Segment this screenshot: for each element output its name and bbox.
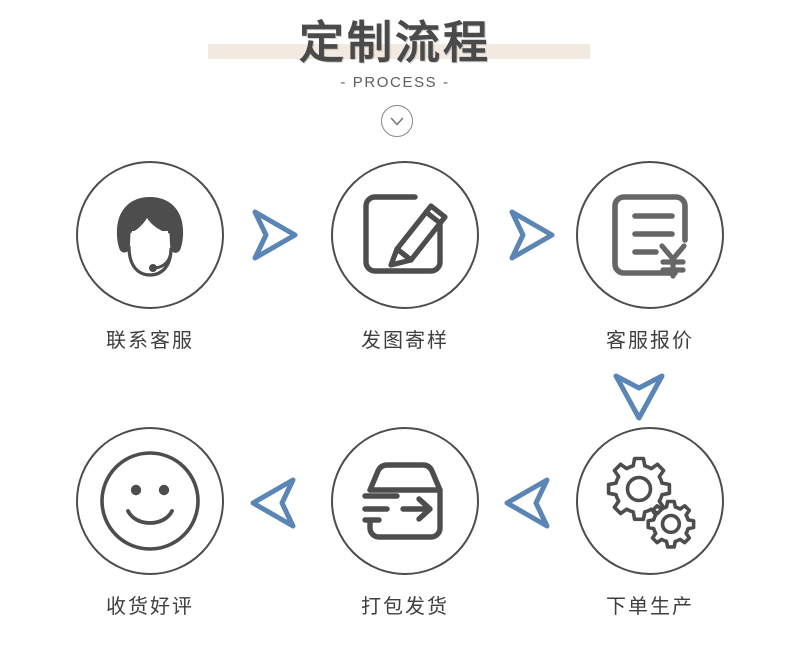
page-subtitle: - PROCESS - — [340, 74, 450, 91]
process-step[interactable]: 打包发货 — [315, 427, 495, 619]
connector-arrow-down-icon — [606, 366, 672, 428]
step-icon-circle — [576, 161, 724, 309]
process-step[interactable]: 下单生产 — [560, 427, 740, 619]
smiley-face-icon — [92, 443, 208, 559]
process-step[interactable]: 客服报价 — [560, 161, 740, 353]
page-title: 定制流程 — [298, 16, 491, 69]
customer-service-agent-icon — [96, 181, 204, 289]
step-label: 收货好评 — [106, 594, 194, 618]
invoice-yuan-document-icon — [598, 183, 702, 287]
chevron-down-icon — [381, 105, 413, 137]
connector-arrow-right-icon — [243, 204, 305, 266]
step-label: 客服报价 — [606, 328, 694, 352]
step-label: 下单生产 — [606, 594, 694, 618]
title-block: 定制流程 — [0, 14, 790, 72]
connector-arrow-left-icon — [497, 472, 559, 534]
shipping-box-arrow-icon — [353, 449, 457, 553]
gears-production-icon — [596, 447, 704, 555]
process-step[interactable]: 发图寄样 — [315, 161, 495, 353]
step-label: 发图寄样 — [361, 328, 449, 352]
step-icon-circle — [76, 427, 224, 575]
step-label: 联系客服 — [106, 328, 194, 352]
title-highlight-bar — [208, 44, 590, 59]
process-steps: 联系客服 发图寄样 — [0, 150, 790, 650]
connector-arrow-right-icon — [500, 204, 562, 266]
step-icon-circle — [331, 161, 479, 309]
process-step[interactable]: 联系客服 — [60, 161, 240, 353]
step-icon-circle — [76, 161, 224, 309]
page-header: 定制流程 - PROCESS - — [0, 0, 790, 150]
step-icon-circle — [576, 427, 724, 575]
connector-arrow-left-icon — [243, 472, 305, 534]
step-label: 打包发货 — [361, 594, 449, 618]
process-step[interactable]: 收货好评 — [60, 427, 240, 619]
pencil-edit-square-icon — [353, 183, 457, 287]
step-icon-circle — [331, 427, 479, 575]
